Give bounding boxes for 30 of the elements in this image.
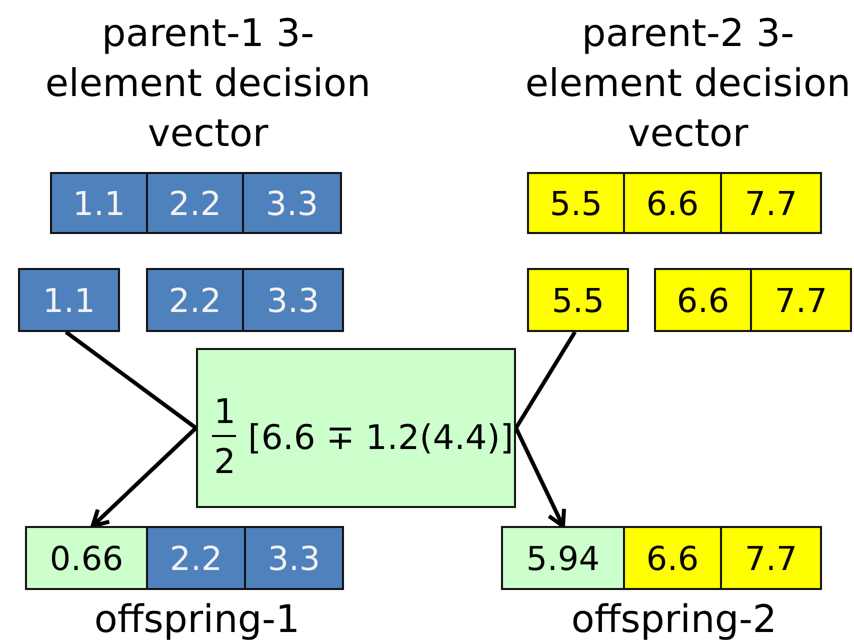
value-cell: 2.2 xyxy=(146,268,244,332)
connector-line xyxy=(514,330,577,430)
value-cell: 7.7 xyxy=(750,268,852,332)
formula-box xyxy=(196,348,516,508)
value-cell: 5.5 xyxy=(527,172,625,234)
arrow xyxy=(90,426,198,528)
value-cell: 1.1 xyxy=(18,268,120,332)
value-cell: 0.66 xyxy=(25,526,148,590)
value-cell: 6.6 xyxy=(623,172,722,234)
connector-line xyxy=(64,330,198,430)
value-cell: 3.3 xyxy=(244,526,344,590)
value-cell: 7.7 xyxy=(720,172,822,234)
heading: parent-1 3-element decision vector xyxy=(44,10,372,157)
value-cell: 2.2 xyxy=(146,526,246,590)
value-cell: 3.3 xyxy=(242,172,342,234)
value-cell: 3.3 xyxy=(242,268,344,332)
fraction-denominator: 2 xyxy=(214,442,236,482)
value-cell: 6.6 xyxy=(623,526,722,590)
heading: parent-2 3-element decision vector xyxy=(524,10,852,157)
caption: offspring-2 xyxy=(570,596,778,643)
value-cell: 2.2 xyxy=(146,172,244,234)
value-cell: 5.94 xyxy=(501,526,625,590)
fraction-numerator: 1 xyxy=(214,392,236,432)
value-cell: 6.6 xyxy=(654,268,752,332)
formula-text: [6.6 ∓ 1.2(4.4)] xyxy=(248,418,514,458)
caption: offspring-1 xyxy=(93,596,301,643)
value-cell: 5.5 xyxy=(527,268,629,332)
value-cell: 1.1 xyxy=(50,172,148,234)
arrow xyxy=(514,427,566,528)
value-cell: 7.7 xyxy=(720,526,822,590)
